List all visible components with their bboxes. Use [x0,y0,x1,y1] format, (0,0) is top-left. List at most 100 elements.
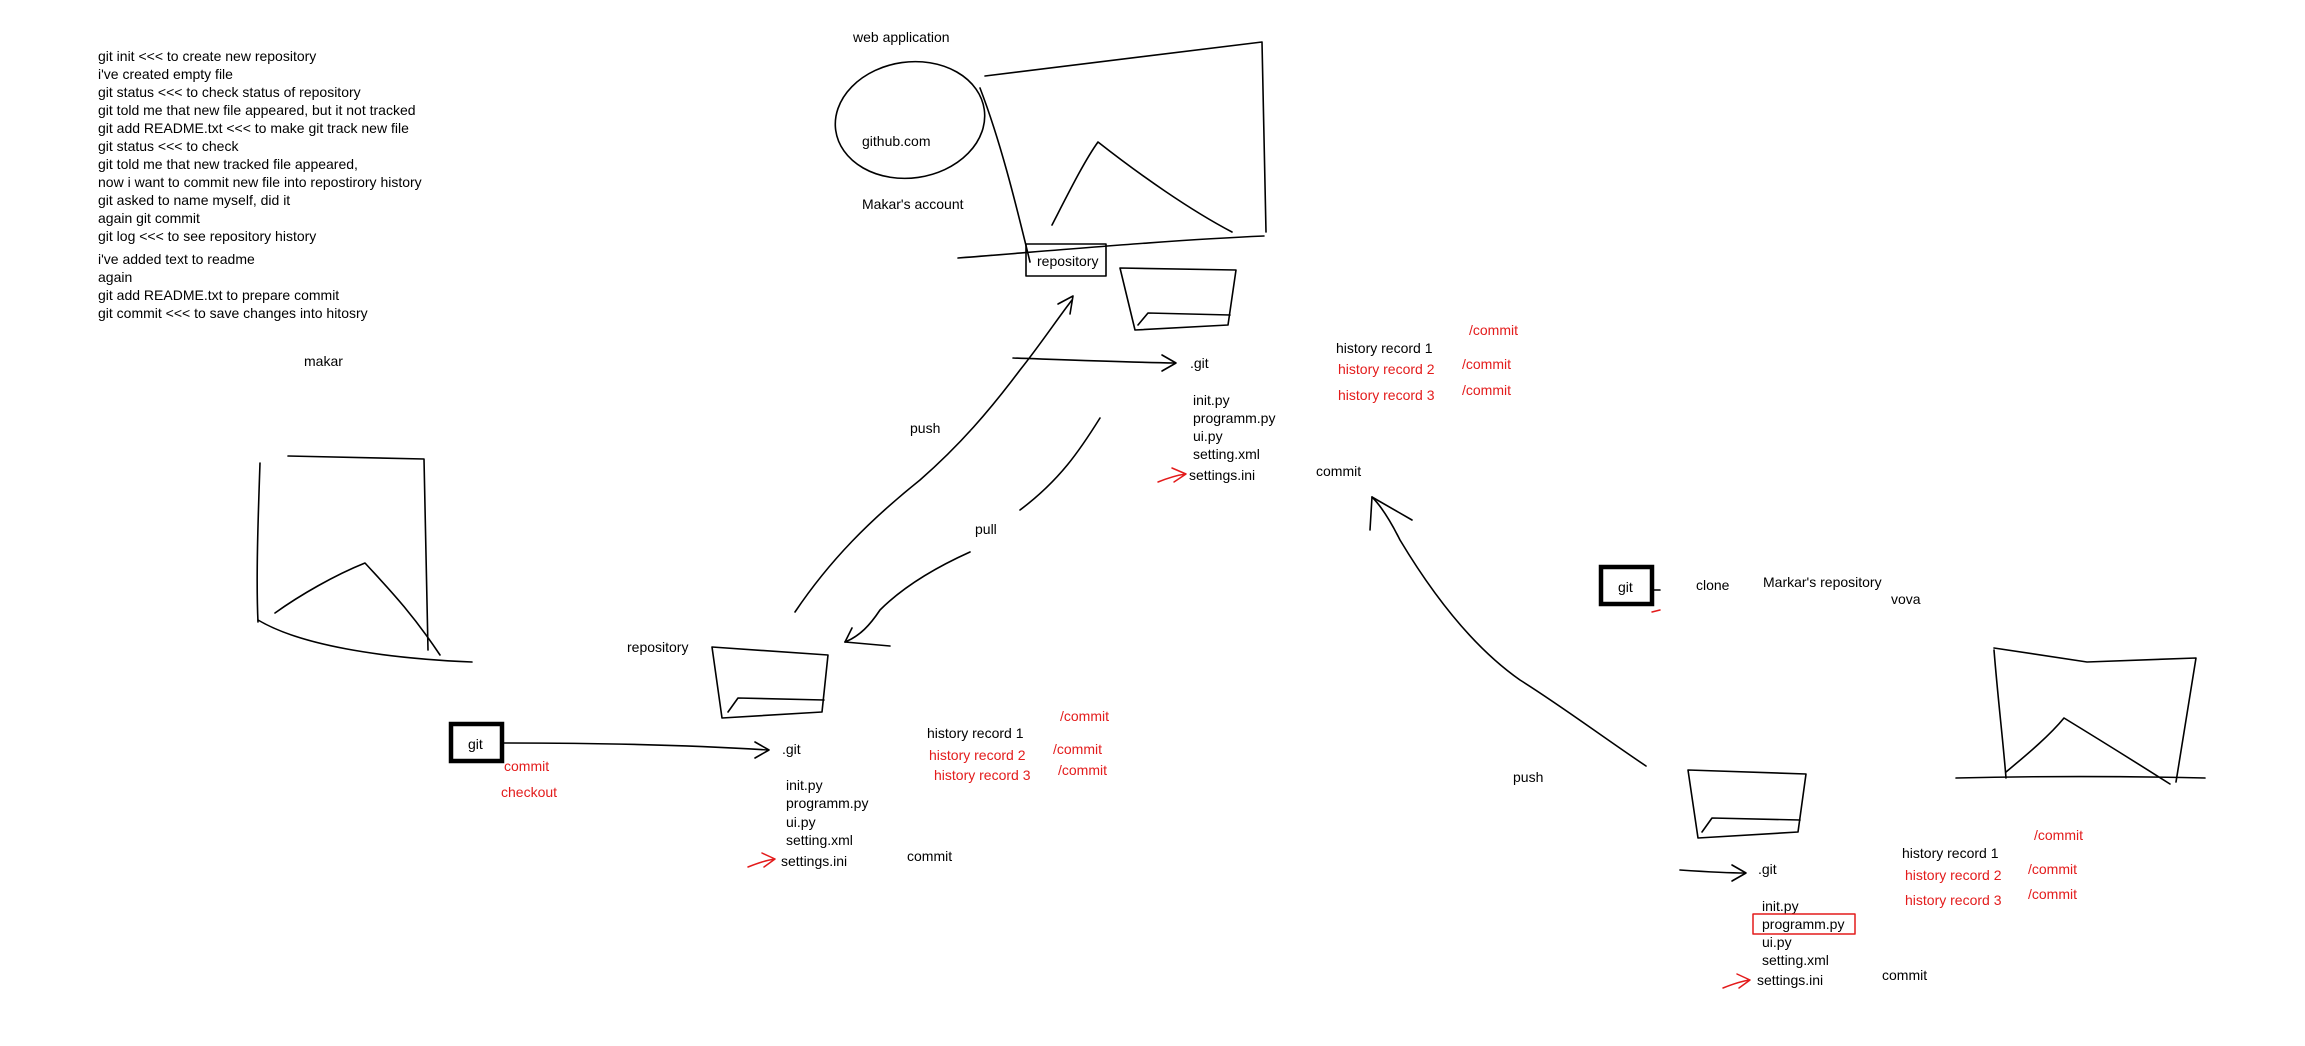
arrow-head [754,741,770,759]
vova-commit-label: commit [1882,967,1927,983]
commit-tag: /commit [1060,708,1109,724]
user-label-vova: vova [1891,591,1921,607]
commit-tag: /commit [1053,741,1102,757]
note-line: git status <<< to check [98,138,239,154]
remote-repository-label: repository [1037,253,1098,269]
file-item: setting.xml [786,832,853,848]
history-record: history record 2 [1905,867,2002,883]
remote-history: history record 1 history record 2 histor… [1336,322,1518,403]
commit-tag: /commit [1469,322,1518,338]
red-arrow-icon [747,852,776,868]
notes-list: git init <<< to create new repository i'… [98,48,422,321]
file-item-modified[interactable]: programm.py [1762,916,1844,932]
makar-git-dir: .git [782,741,801,757]
vova-push-arrow [1369,496,1647,767]
pull-label: pull [975,521,997,537]
vova-git-arrow [1679,869,1746,874]
note-line: git told me that new tracked file appear… [98,156,358,172]
makar-git-arrow [501,742,769,751]
file-item: programm.py [1193,410,1275,426]
commit-tag: /commit [2028,886,2077,902]
file-item: ui.py [1193,428,1223,444]
file-item: init.py [1762,898,1799,914]
note-line: again git commit [98,210,200,226]
arrow-head [1731,864,1747,882]
history-record: history record 1 [927,725,1024,741]
file-item: ui.py [786,814,816,830]
red-tick [1651,609,1661,613]
file-item: init.py [1193,392,1230,408]
vova-history: history record 1 history record 2 histor… [1902,827,2083,908]
remote-repository-box [1025,243,1107,277]
history-record: history record 3 [1905,892,2002,908]
makar-computer-icon [256,455,473,663]
note-line: git log <<< to see repository history [98,228,316,244]
file-item: init.py [786,777,823,793]
pull-arrow [844,417,1101,647]
vova-git-dir: .git [1758,861,1777,877]
file-item: setting.xml [1193,446,1260,462]
makar-history: history record 1 history record 2 histor… [927,708,1109,783]
file-item: settings.ini [781,853,847,869]
vova-computer-icon [1955,647,2206,785]
note-line: again [98,269,132,285]
remote-folder-icon [1119,267,1237,331]
commit-tag: /commit [2034,827,2083,843]
push-arrow [794,295,1074,613]
commit-tag: /commit [1058,762,1107,778]
user-label-makar: makar [304,353,343,369]
vova-file-list: init.py programm.py ui.py setting.xml se… [1752,898,1856,988]
note-line: git add README.txt <<< to make git track… [98,120,409,136]
github-computer-icon [834,41,1267,263]
file-item: settings.ini [1757,972,1823,988]
makar-folder-icon [711,646,829,719]
git-tool-label-vova: git [1618,579,1633,595]
history-record: history record 2 [1338,361,1435,377]
modified-file-highlight [1752,913,1856,935]
push-label-up: push [910,420,940,436]
note-line: git init <<< to create new repository [98,48,316,64]
note-line: git add README.txt to prepare commit [98,287,339,303]
makar-file-list: init.py programm.py ui.py setting.xml se… [781,777,868,869]
note-line: now i want to commit new file into repos… [98,174,422,190]
red-arrow-icon [1157,467,1187,483]
makar-commit-label: commit [907,848,952,864]
remote-git-arrow [1012,357,1176,364]
file-item: ui.py [1762,934,1792,950]
checkout-action[interactable]: checkout [501,784,557,800]
local-repository-label: repository [627,639,688,655]
remote-git-dir: .git [1190,355,1209,371]
git-tool-box-vova[interactable] [1598,564,1655,607]
note-line: git asked to name myself, did it [98,192,290,208]
history-record: history record 3 [934,767,1031,783]
file-item: settings.ini [1189,467,1255,483]
git-tool-label-makar: git [468,736,483,752]
web-application-label: web application [852,29,950,45]
file-item: programm.py [786,795,868,811]
commit-tag: /commit [1462,356,1511,372]
commit-action[interactable]: commit [504,758,549,774]
clone-label: clone [1696,577,1730,593]
note-line: git told me that new file appeared, but … [98,102,416,118]
commit-tag: /commit [2028,861,2077,877]
makars-account-label: Makar's account [862,196,964,212]
note-line: git commit <<< to save changes into hito… [98,305,368,321]
push-label-vova: push [1513,769,1543,785]
history-record: history record 3 [1338,387,1435,403]
markars-repository-label: Markar's repository [1763,574,1882,590]
note-line: i've added text to readme [98,251,255,267]
remote-commit-label: commit [1316,463,1361,479]
history-record: history record 2 [929,747,1026,763]
red-arrow-icon [1722,973,1751,989]
history-record: history record 1 [1336,340,1433,356]
history-record: history record 1 [1902,845,1999,861]
vova-folder-icon [1687,769,1807,839]
github-label: github.com [862,133,930,149]
file-item: setting.xml [1762,952,1829,968]
commit-tag: /commit [1462,382,1511,398]
note-line: git status <<< to check status of reposi… [98,84,361,100]
arrow-head [1161,354,1177,372]
remote-file-list: init.py programm.py ui.py setting.xml se… [1189,392,1275,483]
note-line: i've created empty file [98,66,233,82]
